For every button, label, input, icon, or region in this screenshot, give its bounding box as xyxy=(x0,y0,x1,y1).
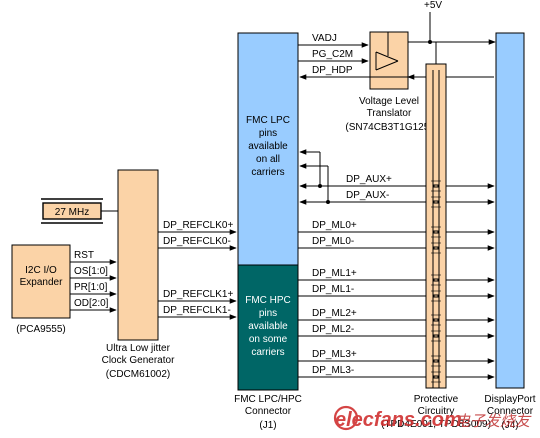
protective-circuitry: Protective Circuitry (TPD4E001, TPD8S009… xyxy=(381,63,491,430)
crystal: 27 MHz xyxy=(41,198,118,224)
sig-aux-n: DP_AUX- xyxy=(346,190,389,201)
fmc-hpc-line1: FMC HPC xyxy=(245,295,291,306)
sig-ml3-p: DP_ML3+ xyxy=(312,349,357,360)
fmc-hpc-line3: available xyxy=(248,321,288,332)
watermark: elecfans.com 电子发烧友 xyxy=(333,405,532,431)
fmc-lpc-line3: available xyxy=(248,141,288,152)
sig-refclk1p: DP_REFCLK1+ xyxy=(163,289,233,300)
translator-part: (SN74CB3T1G125) xyxy=(345,122,432,133)
sig-refclk1n: DP_REFCLK1- xyxy=(163,305,231,316)
fmc-connector: FMC LPC pins available on all carriers F… xyxy=(234,32,302,431)
translator-line2: Translator xyxy=(367,108,412,119)
translator-line1: Voltage Level xyxy=(359,96,419,107)
capacitor-gap xyxy=(433,334,439,338)
capacitor-gap xyxy=(433,230,439,234)
dp-line1: DisplayPort xyxy=(484,394,535,405)
voltage-translator: Voltage Level Translator (SN74CB3T1G125) xyxy=(345,31,433,133)
fmc-lpc-line1: FMC LPC xyxy=(246,115,290,126)
clockgen-line1: Ultra Low jitter xyxy=(106,343,171,354)
clock-generator: Ultra Low jitter Clock Generator (CDCM61… xyxy=(102,169,175,380)
watermark-cn: 电子发烧友 xyxy=(455,412,532,430)
fmc-hpc-line4: on some xyxy=(249,334,288,345)
capacitor-gap xyxy=(433,375,439,379)
i2c-expander: I2C I/O Expander (PCA9555) xyxy=(11,244,71,335)
fmc-caption-line1: FMC LPC/HPC xyxy=(234,394,302,405)
protective-part: (TPD4E001, TPD8S009) xyxy=(381,419,491,430)
capacitor-gap xyxy=(433,318,439,322)
capacitor-gap xyxy=(433,246,439,250)
capacitor-gap xyxy=(433,359,439,363)
sig-dphdp: DP_HDP xyxy=(312,65,353,76)
sig-ml1-p: DP_ML1+ xyxy=(312,268,357,279)
sig-od: OD[2:0] xyxy=(74,298,109,309)
expander-part: (PCA9555) xyxy=(16,324,65,335)
fmc-ref: (J1) xyxy=(259,420,276,431)
protective-line1: Protective xyxy=(414,394,459,405)
displayport-connector: DisplayPort Connector (J4) xyxy=(484,32,536,431)
capacitor-gap xyxy=(433,184,439,188)
sig-aux-p: DP_AUX+ xyxy=(346,174,392,185)
sig-ml1-n: DP_ML1- xyxy=(312,284,354,295)
capacitor-gap xyxy=(433,294,439,298)
series-capacitors xyxy=(431,70,441,388)
sig-pgc2m: PG_C2M xyxy=(312,49,353,60)
sig-refclk0n: DP_REFCLK0- xyxy=(163,236,231,247)
refclk-signals: DP_REFCLK0+ DP_REFCLK0- DP_REFCLK1+ DP_R… xyxy=(158,220,237,320)
capacitor-gap xyxy=(433,278,439,282)
fmc-lpc-line2: pins xyxy=(259,128,277,139)
aux-return-path xyxy=(299,149,330,204)
fmc-lpc-line4: on all xyxy=(256,154,280,165)
dp-line2: Connector xyxy=(487,406,534,417)
sig-pr: PR[1:0] xyxy=(74,282,108,293)
expander-name-line1: I2C I/O xyxy=(25,265,57,276)
sig-ml0-p: DP_ML0+ xyxy=(312,220,357,231)
fmc-lpc-line5: carriers xyxy=(251,167,284,178)
sig-ml0-n: DP_ML0- xyxy=(312,236,354,247)
sig-refclk0p: DP_REFCLK0+ xyxy=(163,220,233,231)
fmc-hpc-line2: pins xyxy=(259,308,277,319)
capacitor-gap xyxy=(433,200,439,204)
fmc-hpc-line5: carriers xyxy=(251,347,284,358)
supply-5v: +5V xyxy=(405,0,496,64)
supply-label: +5V xyxy=(424,0,442,11)
sig-rst: RST xyxy=(74,250,94,261)
sig-ml3-n: DP_ML3- xyxy=(312,365,354,376)
sig-os: OS[1:0] xyxy=(74,266,108,277)
clockgen-line2: Clock Generator xyxy=(102,355,175,366)
sig-ml2-p: DP_ML2+ xyxy=(312,308,357,319)
watermark-site: elecfans.com xyxy=(335,409,462,431)
sig-vadj: VADJ xyxy=(312,33,337,44)
dp-ref: (J4) xyxy=(501,420,518,431)
clockgen-part: (CDCM61002) xyxy=(106,369,170,380)
sig-ml2-n: DP_ML2- xyxy=(312,324,354,335)
fmc-caption-line2: Connector xyxy=(245,406,292,417)
expander-name-line2: Expander xyxy=(20,277,63,288)
translator-signals: VADJ PG_C2M DP_HDP xyxy=(298,33,494,80)
expander-signals: RST OS[1:0] PR[1:0] OD[2:0] xyxy=(70,250,117,313)
main-signals: DP_AUX+ DP_AUX- DP_ML0+ DP_ML0- DP_ML1+ … xyxy=(298,174,495,380)
protective-line2: Circuitry xyxy=(418,406,455,417)
crystal-label: 27 MHz xyxy=(55,207,89,218)
